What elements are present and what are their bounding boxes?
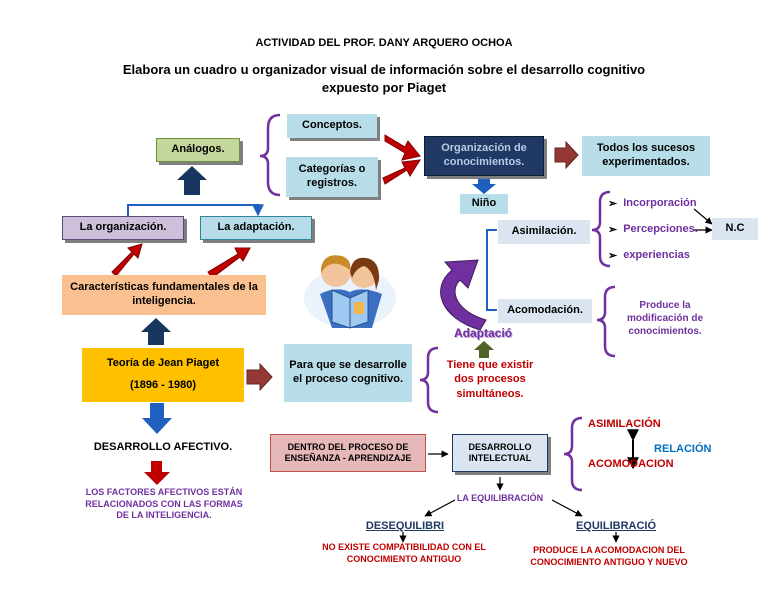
arrow-categorias-to-org (382, 159, 421, 185)
arrow-teoria-to-para (246, 362, 273, 392)
desarrollo-intelectual-box: DESARROLLO INTELECTUAL (452, 434, 548, 472)
produce-acomodacion-text: PRODUCE LA ACOMODACION DEL CONOCIMIENTO … (530, 545, 688, 567)
produce-modificacion-text: Produce la modificación de conocimientos… (626, 300, 704, 337)
equilibracion-title: LA EQUILIBRACIÓN (456, 493, 544, 503)
asimilacion-item: Percepciones. (608, 216, 708, 242)
arrow-org-to-nino (472, 178, 496, 194)
la-organizacion-box: La organización. (62, 216, 184, 240)
desequilibrio-text: DESEQUILIBRI (365, 520, 445, 532)
children-reading-illustration (304, 255, 396, 329)
brace-conceptos (259, 113, 281, 197)
arrow-org-to-analogos (177, 166, 207, 195)
no-existe-text: NO EXISTE COMPATIBILIDAD CON EL CONOCIMI… (322, 542, 486, 564)
arrow-caract-to-org (111, 243, 143, 277)
arrow-teoria-to-caract (141, 318, 171, 345)
teoria-years: (1896 - 1980) (129, 379, 197, 391)
la-adaptacion-box: La adaptación. (200, 216, 312, 240)
dentro-proceso-box: DENTRO DEL PROCESO DE ENSEÑANZA - APREND… (270, 434, 426, 472)
asimilacion-caps-text: ASIMILACIÓN (588, 418, 661, 430)
instruction-line-2: expuesto por Piaget (321, 80, 447, 95)
line-asim-acom (486, 229, 497, 311)
desarrollo-afectivo-text: DESARROLLO AFECTIVO. (93, 441, 233, 453)
equilibracion-text: EQUILIBRACIÓ (575, 520, 657, 532)
instruction-line-1: Elabora un cuadro u organizador visual d… (122, 62, 646, 77)
asimilacion-item: Incorporación (608, 190, 708, 216)
nino-box: Niño (460, 194, 508, 214)
brace-tiene (419, 346, 439, 414)
line-org-adapt (122, 204, 264, 226)
brace-asimilacion-items (591, 190, 611, 268)
todos-sucesos-box: Todos los sucesos experimentados. (582, 136, 710, 176)
asimilacion-item: experiencias (608, 242, 708, 268)
nc-box: N.C (712, 218, 758, 240)
arrow-org-to-todos (554, 140, 579, 170)
curved-arrow-adaptacion (440, 259, 487, 331)
brace-asimilacion-acomodacion (563, 416, 583, 492)
arrow-teoria-to-afectivo (142, 403, 172, 434)
brace-produce (596, 285, 616, 358)
categorias-box: Categorías o registros. (286, 157, 378, 197)
activity-title: ACTIVIDAD DEL PROF. DANY ARQUERO OCHOA (255, 37, 513, 49)
arrow-afectivo-to-factores (144, 461, 170, 485)
analogos-box: Análogos. (156, 138, 240, 162)
acomodacion-caps-text: ACOMODACION (588, 458, 674, 470)
teoria-title: Teoría de Jean Piaget (106, 357, 220, 370)
asimilacion-list: Incorporación Percepciones. experiencias (608, 190, 708, 268)
teoria-box: Teoría de Jean Piaget (1896 - 1980) (82, 348, 244, 402)
adaptacion-label: Adaptació (453, 326, 512, 340)
arrow-caract-to-adapt (207, 247, 251, 279)
asimilacion-box: Asimilación. (498, 220, 590, 244)
relacion-text: RELACIÓN (654, 443, 712, 455)
arrow-conceptos-to-org (384, 134, 421, 161)
para-que-box: Para que se desarrolle el proceso cognit… (284, 344, 412, 402)
caracteristicas-box: Características fundamentales de la inte… (62, 275, 266, 315)
conceptos-box: Conceptos. (287, 114, 377, 138)
arrow-green-up (474, 341, 494, 358)
organizacion-conocimientos-box: Organización de conocimientos. (424, 136, 544, 176)
factores-afectivos-text: LOS FACTORES AFECTIVOS ESTÁN RELACIONADO… (85, 487, 243, 521)
tiene-que-text: Tiene que existir dos procesos simultáne… (446, 359, 534, 400)
acomodacion-box: Acomodación. (498, 299, 592, 323)
